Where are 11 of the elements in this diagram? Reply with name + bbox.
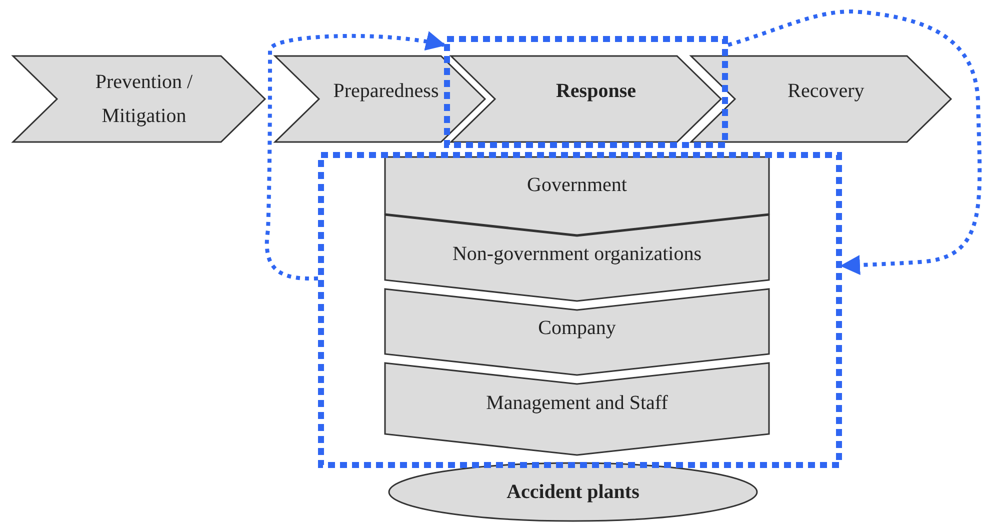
node-label: Government: [527, 173, 627, 198]
node-label: Company: [538, 316, 616, 341]
dotted-arrow: [264, 32, 446, 281]
node-label: Management and Staff: [486, 391, 668, 416]
dotted-arrow: [727, 10, 982, 275]
node-label: Preparedness: [333, 79, 439, 104]
node-label: Prevention / Mitigation: [94, 70, 194, 129]
node-label: Accident plants: [506, 480, 640, 505]
node-label: Non-government organizations: [452, 242, 702, 267]
node-label: Recovery: [788, 79, 864, 104]
node-label: Response: [556, 79, 636, 104]
